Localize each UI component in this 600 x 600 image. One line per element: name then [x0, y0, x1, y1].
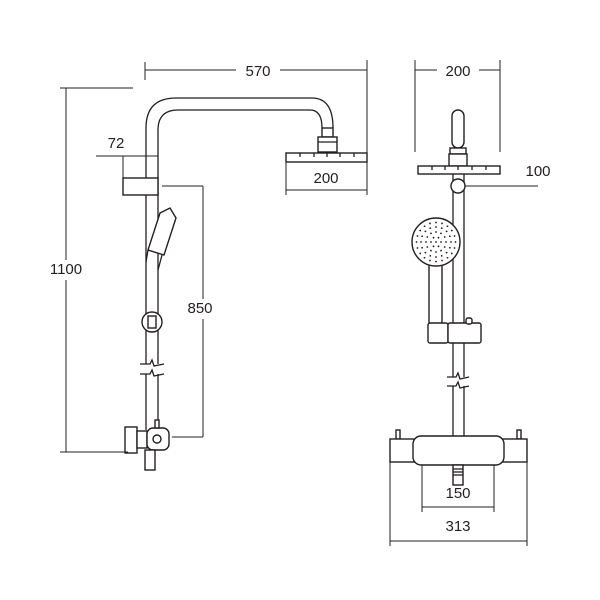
rail-slider: [122, 177, 159, 196]
riser-arm-inner: [157, 109, 323, 430]
spray-nozzle: [429, 227, 432, 230]
overhead-shower-head: [417, 165, 501, 175]
dim-72: 72: [96, 135, 159, 178]
spray-nozzle: [446, 256, 449, 259]
spray-nozzle: [435, 221, 437, 224]
break-mark: [140, 358, 165, 377]
spray-nozzle: [419, 229, 422, 232]
spray-nozzle: [424, 251, 427, 254]
shower-arm: [451, 109, 465, 149]
dim-850: 850: [162, 185, 226, 438]
hose-outlet: [144, 449, 156, 471]
spray-nozzle: [416, 235, 419, 237]
spray-nozzle: [443, 236, 446, 238]
handset-holder: [427, 322, 449, 344]
spray-nozzle: [437, 245, 440, 248]
dim-200-side: 200: [285, 162, 367, 195]
spray-nozzle: [440, 232, 442, 235]
dim-label: 72: [108, 135, 125, 152]
spray-nozzle: [425, 241, 427, 243]
dim-label: 570: [245, 63, 270, 80]
spray-nozzle: [421, 235, 424, 238]
spray-nozzle: [426, 246, 429, 248]
spray-nozzle: [441, 259, 443, 262]
spray-nozzle: [432, 236, 435, 239]
hand-shower: [147, 207, 177, 256]
riser-arm-outer: [145, 97, 334, 430]
spray-nozzle: [445, 241, 447, 243]
spray-nozzle: [441, 222, 443, 225]
spray-nozzle: [435, 231, 437, 233]
spray-nozzle: [424, 230, 427, 233]
front-view: 200 100 150 313: [389, 60, 551, 546]
spray-nozzle: [426, 236, 429, 238]
spray-nozzle: [448, 246, 451, 249]
spray-nozzle: [453, 247, 456, 249]
spray-nozzles: [415, 221, 457, 263]
dim-150: 150: [421, 465, 495, 512]
spray-nozzle: [429, 259, 431, 262]
inlet-post: [516, 429, 522, 440]
hand-shower-handle: [428, 261, 443, 327]
swivel-joint: [450, 178, 466, 194]
spray-nozzle: [435, 241, 437, 243]
dim-570: 570: [144, 60, 368, 195]
dim-label: 100: [525, 163, 550, 180]
spray-nozzle: [423, 225, 426, 228]
spray-nozzle: [429, 254, 432, 257]
valve-body: [412, 435, 505, 466]
spray-nozzle: [421, 246, 424, 249]
head-connector: [448, 153, 468, 167]
spray-nozzle: [450, 252, 453, 255]
spray-nozzle: [445, 230, 448, 233]
spray-nozzle: [416, 247, 419, 249]
head-swivel: [321, 127, 334, 138]
spray-nozzle: [446, 225, 449, 228]
dim-label: 200: [445, 63, 470, 80]
dim-313: 313: [389, 462, 528, 546]
spray-nozzle: [430, 249, 432, 252]
spray-nozzle: [419, 252, 422, 255]
spray-nozzle: [435, 260, 437, 263]
side-view: 570 1100 72 200 850: [42, 60, 368, 471]
dim-label: 150: [445, 485, 470, 502]
dim-label: 200: [313, 170, 338, 187]
spray-nozzle: [430, 241, 432, 243]
head-connector: [317, 136, 338, 153]
rail-slider: [447, 322, 482, 344]
spray-nozzle: [440, 241, 442, 243]
dim-1100: 1100: [42, 87, 133, 453]
spray-nozzle: [420, 241, 422, 243]
spray-nozzle: [435, 256, 437, 258]
inlet-post: [395, 429, 401, 440]
spray-nozzle: [453, 235, 456, 237]
spray-nozzle: [423, 256, 426, 259]
spray-nozzle: [437, 236, 440, 239]
spray-nozzle: [429, 222, 431, 225]
spray-nozzle: [432, 245, 435, 248]
spray-nozzle: [454, 241, 457, 243]
spray-nozzle: [435, 251, 437, 253]
dim-100: 100: [465, 163, 551, 187]
spray-nozzle: [415, 241, 418, 243]
dim-label: 850: [187, 300, 212, 317]
spray-nozzle: [435, 226, 437, 228]
spray-nozzle: [440, 249, 442, 252]
spray-nozzle: [443, 246, 446, 248]
spray-nozzle: [448, 235, 451, 238]
spray-nozzle: [450, 241, 452, 243]
spray-nozzle: [440, 227, 443, 230]
dim-label: 313: [445, 518, 470, 535]
spray-nozzle: [440, 254, 443, 257]
spray-nozzle: [445, 251, 448, 254]
spray-nozzle: [450, 229, 453, 232]
spray-nozzle: [430, 232, 432, 235]
dim-label: 1100: [50, 261, 82, 278]
break-mark: [447, 371, 470, 389]
wall-plate: [124, 426, 138, 454]
dim-200-front: 200: [414, 60, 501, 152]
